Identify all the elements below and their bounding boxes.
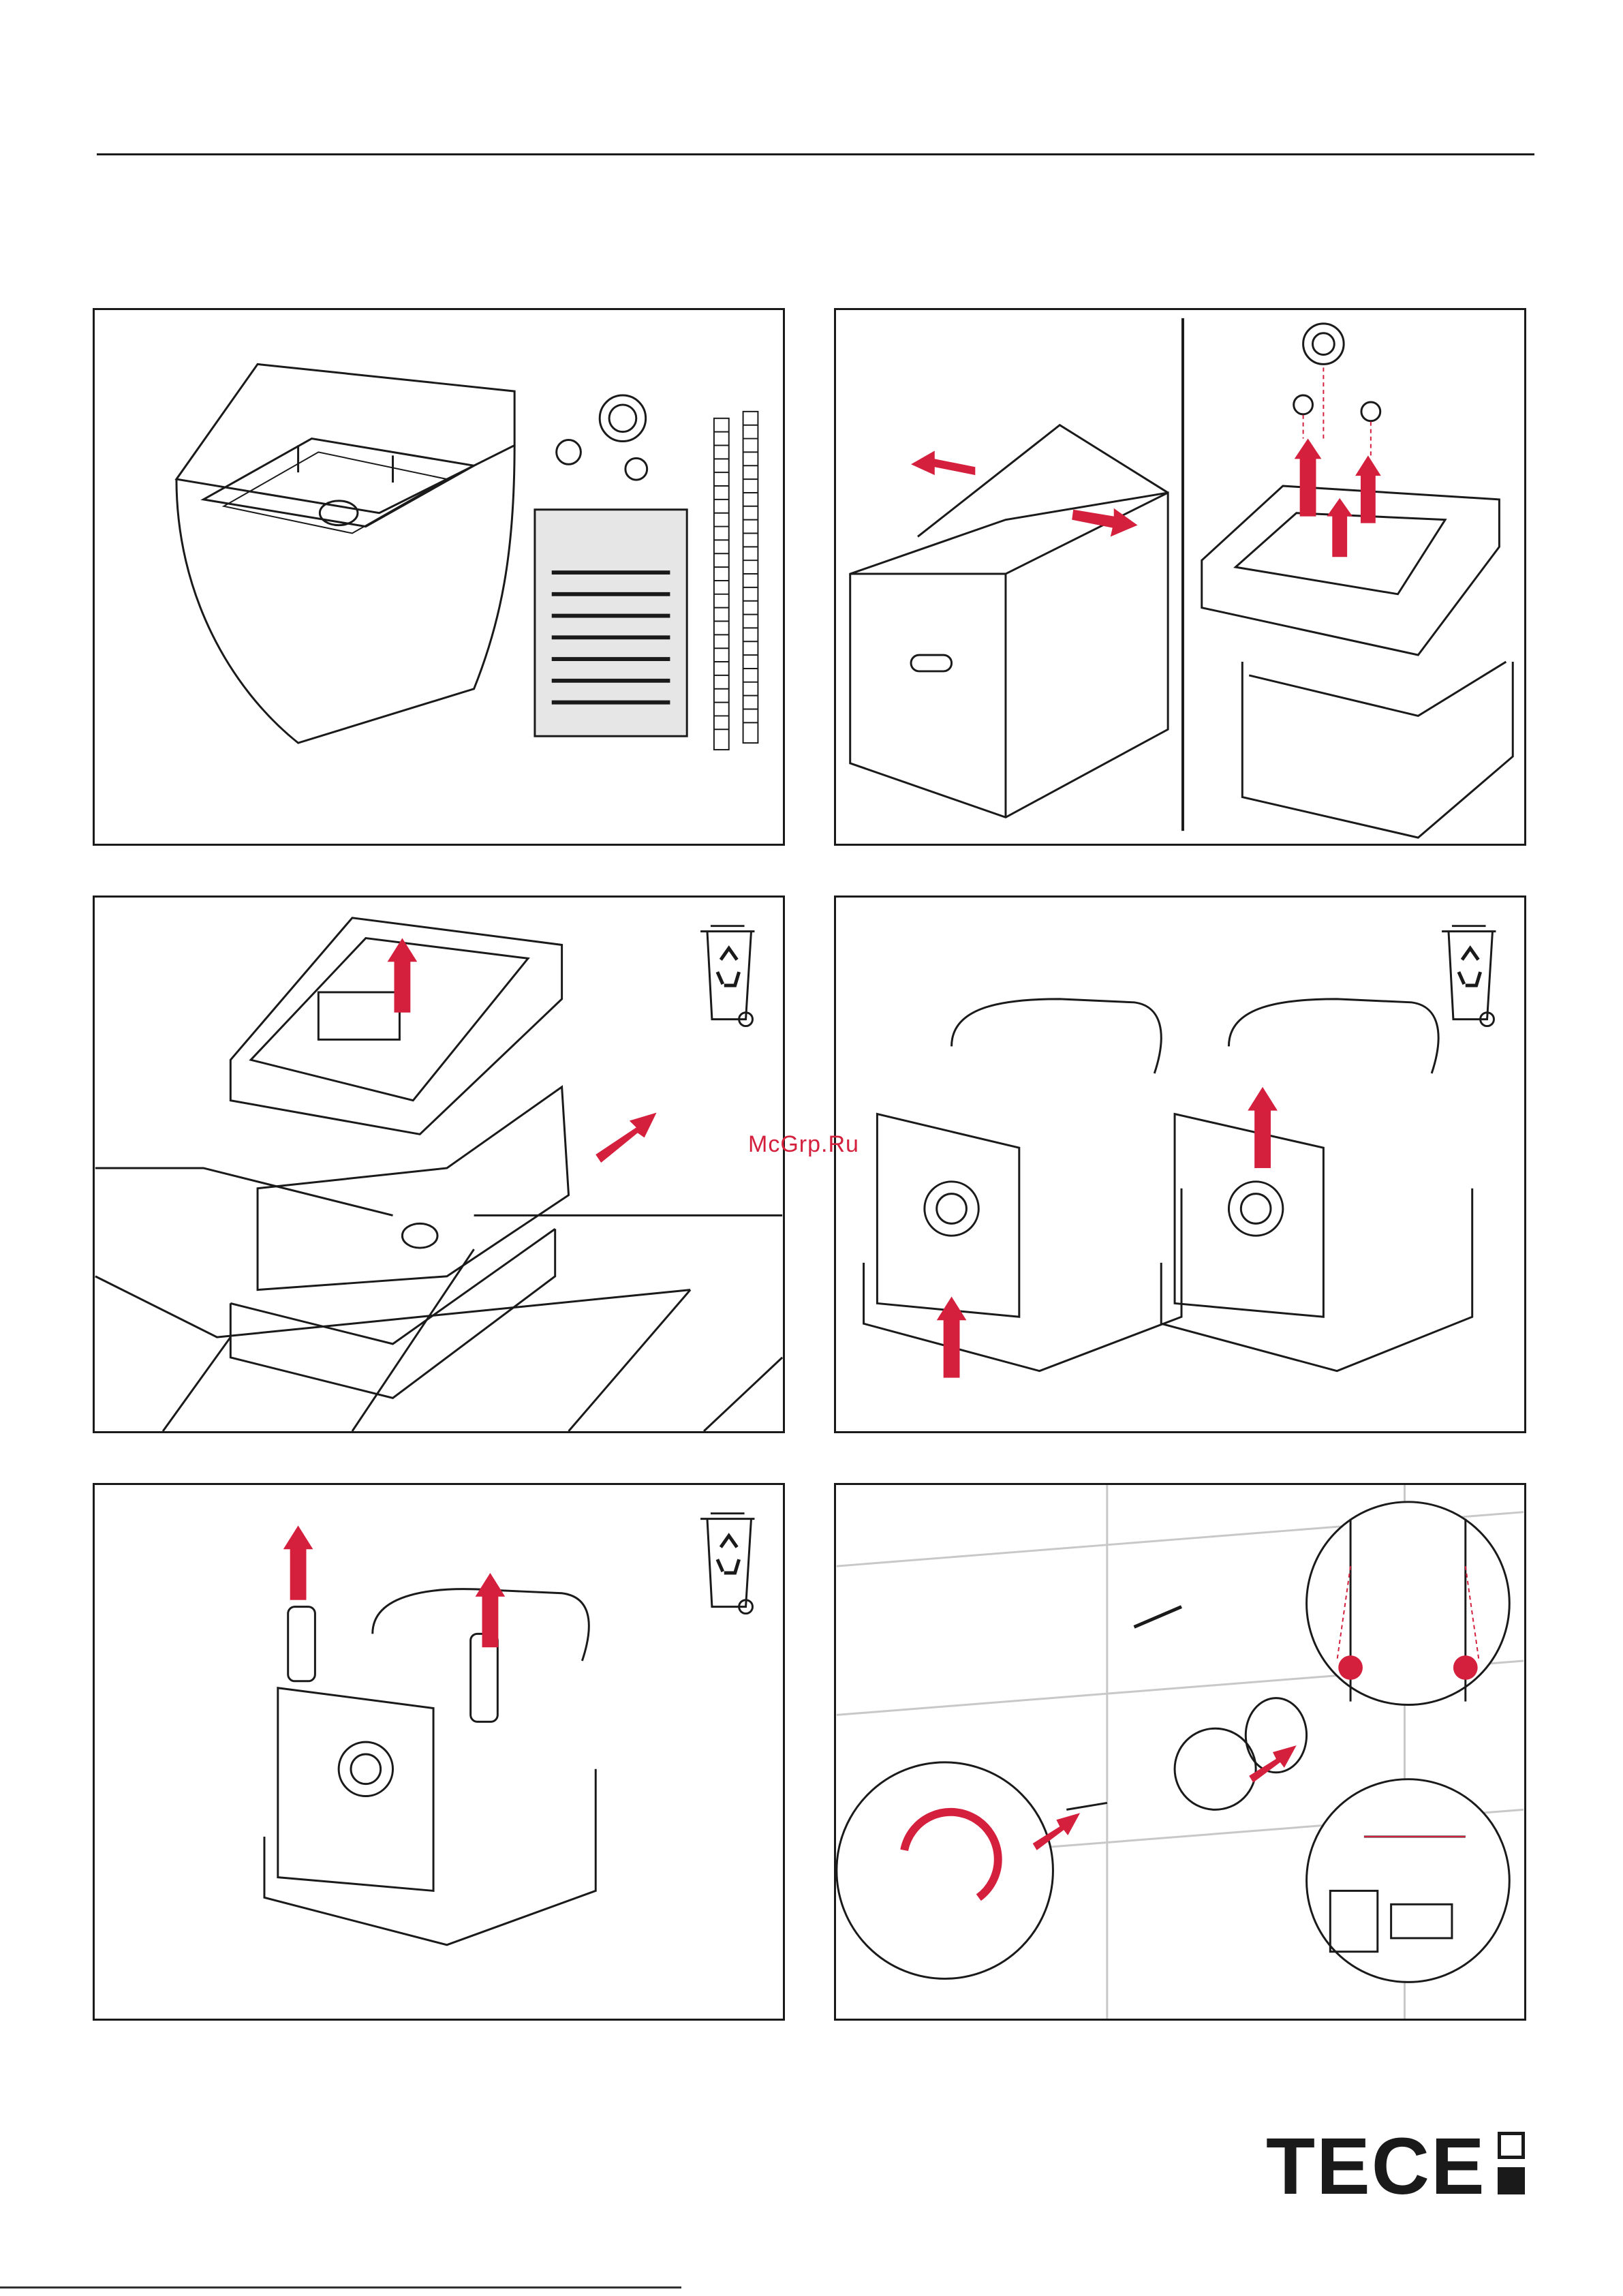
arrow-up-icon (1295, 439, 1322, 459)
panel-1-delivery-contents (93, 308, 785, 846)
angle-valve-install-drawing (836, 1485, 1524, 2019)
remove-side-holders-drawing (95, 1485, 783, 2019)
valve-handle-icon (1338, 1655, 1363, 1680)
arrow-diagonal-icon (596, 1113, 656, 1163)
panel-2-open-box (834, 308, 1526, 846)
panel-4-front-insert (834, 896, 1526, 1433)
arrow-up-icon (1355, 455, 1381, 476)
wc-with-accessories-drawing (95, 310, 783, 844)
arrow-up-icon (1327, 498, 1352, 517)
panel-5-remove-holders (93, 1483, 785, 2021)
header-rule (97, 153, 1534, 155)
arrow-up-icon (1248, 1087, 1278, 1111)
brand-logo: TECE (1266, 2132, 1532, 2203)
logo-square-outline-icon (1498, 2132, 1525, 2159)
remove-top-insert-drawing (95, 898, 783, 1431)
arrow-up-icon (476, 1573, 506, 1597)
footer-rule (0, 2286, 681, 2289)
logo-square-filled-icon (1498, 2167, 1525, 2194)
recycle-bin-icon (1442, 926, 1496, 1026)
valve-handle-icon (1453, 1655, 1478, 1680)
recycle-bin-icon (700, 926, 754, 1026)
box-opening-drawing (836, 310, 1524, 844)
brand-name: TECE (1266, 2126, 1486, 2207)
watermark: McGrp.Ru (748, 1131, 859, 1158)
panel-3-remove-insert (93, 896, 785, 1433)
recycle-bin-icon (700, 1514, 754, 1614)
arrow-up-icon (937, 1297, 967, 1321)
arrow-left-icon (911, 450, 975, 475)
front-insert-drawing (836, 898, 1524, 1431)
arrow-up-icon (283, 1526, 313, 1550)
panel-6-angle-valve (834, 1483, 1526, 2021)
